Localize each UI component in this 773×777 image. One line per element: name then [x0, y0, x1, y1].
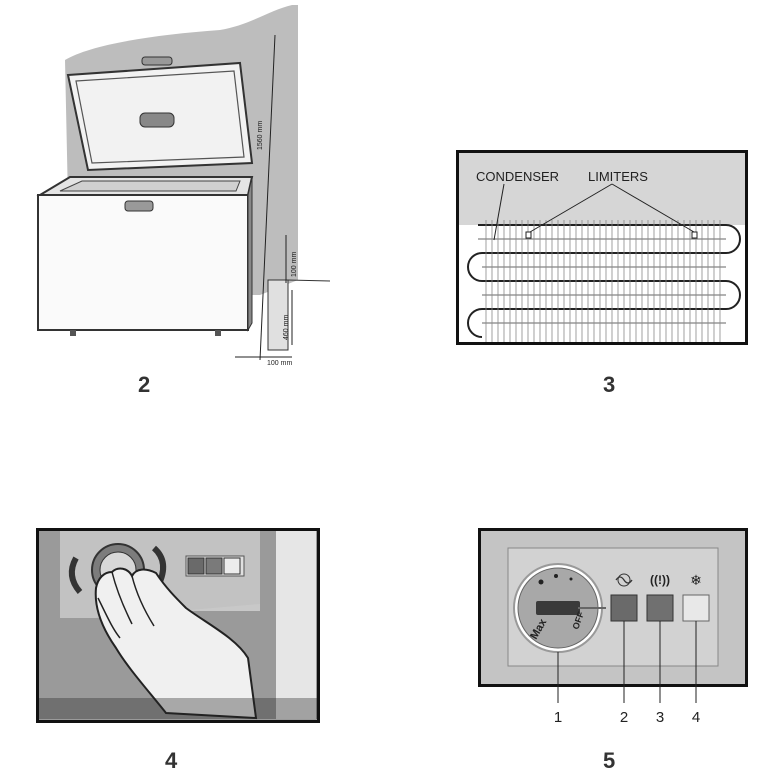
control-panel-illustration: Max OFF ((!)) ❄ 1 2 3 4 [478, 528, 748, 726]
freezer-cabinet [37, 194, 249, 331]
figure-number-2: 2 [138, 372, 151, 397]
figure-4-knob-turning [36, 528, 320, 723]
callout-3: 3 [656, 709, 664, 726]
figure-5-control-panel: Max OFF ((!)) ❄ 1 2 3 4 [478, 528, 748, 733]
limiter-marker-1 [525, 231, 532, 239]
dim-height-label: 1560 mm [257, 121, 264, 150]
limiter-marker-2 [691, 231, 698, 239]
dim-back-gap-label: 100 mm [267, 360, 292, 367]
figure-number-4: 4 [165, 748, 178, 773]
hand-on-knob-illustration [36, 528, 320, 723]
figure-number-3: 3 [603, 372, 616, 397]
power-indicator-light [610, 594, 638, 622]
figure-number-5: 5 [603, 748, 616, 773]
alarm-icon: ((!)) [650, 573, 670, 587]
alarm-indicator-light [646, 594, 674, 622]
superfreeze-indicator-light [682, 594, 710, 622]
knob-grip [536, 601, 580, 615]
condenser-illustration: CONDENSER LIMITERS [456, 150, 748, 345]
power-wave-icon [615, 573, 633, 587]
svg-text:((!)): ((!)) [650, 573, 670, 587]
condenser-label: CONDENSER [476, 169, 559, 184]
condenser-coil [467, 224, 741, 338]
freezer-illustration: 1560 mm 100 mm 460 mm 100 mm [36, 5, 330, 367]
dim-side-gap-label: 460 mm [283, 315, 290, 340]
svg-text:❄: ❄ [690, 572, 702, 588]
figure-3-condenser: CONDENSER LIMITERS [456, 150, 748, 345]
dim-top-gap-label: 100 mm [291, 252, 298, 277]
callout-2: 2 [620, 709, 628, 726]
callout-4: 4 [692, 709, 700, 726]
lid-handle [139, 112, 175, 128]
condenser-fins [485, 220, 721, 342]
callout-1: 1 [554, 709, 562, 726]
snowflake-icon: ❄ [690, 572, 702, 588]
hand-drawing [94, 567, 258, 720]
figure-2-freezer-clearance: 1560 mm 100 mm 460 mm 100 mm [30, 5, 330, 370]
limiters-label: LIMITERS [588, 169, 648, 184]
